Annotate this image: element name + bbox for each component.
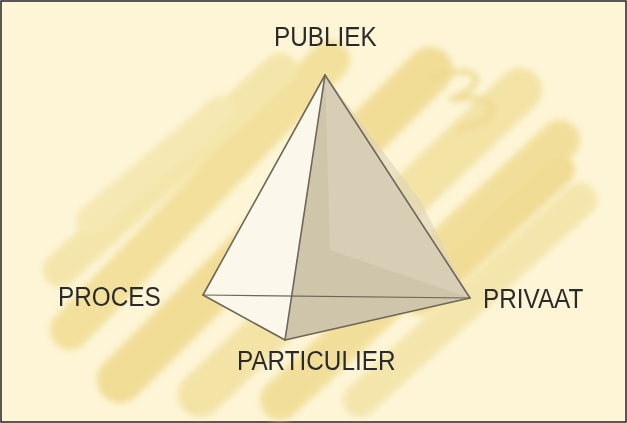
vertex-label: PROCES (58, 284, 161, 311)
vertex-label: PUBLIEK (274, 24, 377, 51)
right-face (285, 75, 470, 340)
vertex-label: PRIVAAT (483, 286, 583, 313)
vertex-label: PARTICULIER (237, 348, 395, 375)
brush-strokes (60, 60, 580, 400)
tetrahedron-edges (203, 75, 470, 340)
